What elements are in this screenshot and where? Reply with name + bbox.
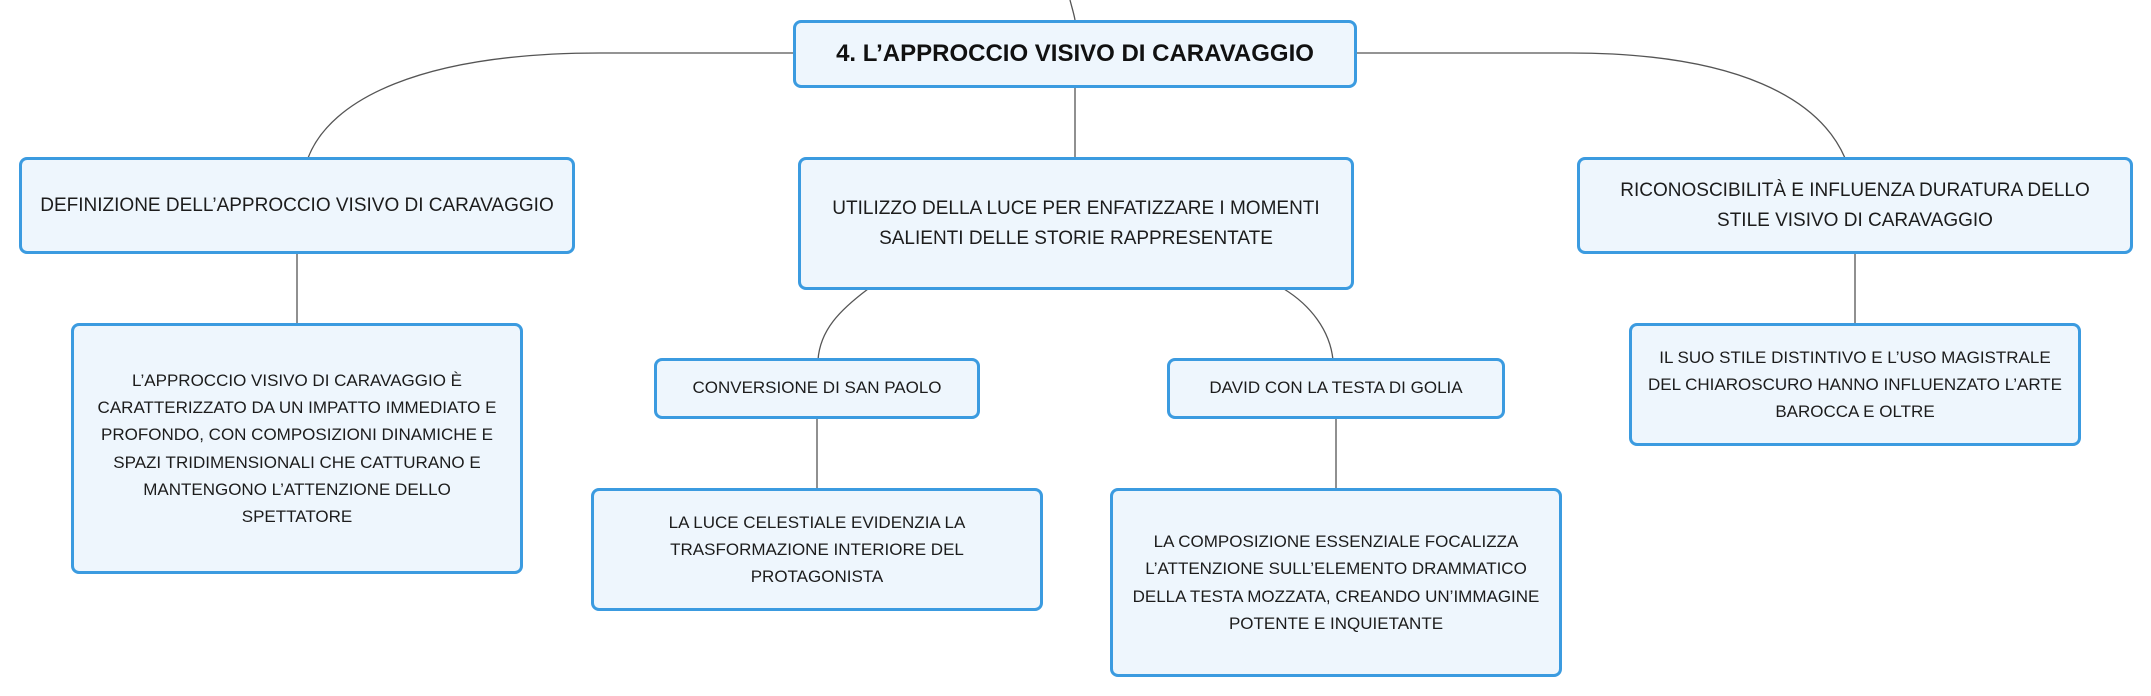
connector-root-influence — [1357, 52, 1846, 159]
detail-david-label: LA COMPOSIZIONE ESSENZIALE FOCALIZZA L’A… — [1132, 532, 1540, 633]
detail-david[interactable]: LA COMPOSIZIONE ESSENZIALE FOCALIZZA L’A… — [1110, 488, 1562, 677]
connector-root-top — [1069, 0, 1076, 21]
connector-light-example1 — [817, 288, 869, 361]
connector-light-example2 — [1283, 288, 1334, 361]
topic-definition-label: DEFINIZIONE DELL’APPROCCIO VISIVO DI CAR… — [40, 194, 554, 216]
detail-definition-label: L’APPROCCIO VISIVO DI CARAVAGGIO È CARAT… — [97, 370, 497, 526]
root-topic-label: 4. L’APPROCCIO VISIVO DI CARAVAGGIO — [836, 39, 1314, 67]
subtopic-david-label: DAVID CON LA TESTA DI GOLIA — [1209, 378, 1463, 398]
detail-conversione[interactable]: LA LUCE CELESTIALE EVIDENZIA LA TRASFORM… — [591, 488, 1043, 611]
detail-conversione-label: LA LUCE CELESTIALE EVIDENZIA LA TRASFORM… — [668, 512, 966, 587]
subtopic-conversione-label: CONVERSIONE DI SAN PAOLO — [692, 378, 942, 398]
topic-influence[interactable]: RICONOSCIBILITÀ E INFLUENZA DURATURA DEL… — [1577, 157, 2133, 254]
topic-light[interactable]: UTILIZZO DELLA LUCE PER ENFATIZZARE I MO… — [798, 157, 1354, 290]
subtopic-david[interactable]: DAVID CON LA TESTA DI GOLIA — [1167, 358, 1505, 419]
detail-definition[interactable]: L’APPROCCIO VISIVO DI CARAVAGGIO È CARAT… — [71, 323, 523, 574]
detail-influence-label: IL SUO STILE DISTINTIVO E L’USO MAGISTRA… — [1647, 347, 2063, 422]
root-topic[interactable]: 4. L’APPROCCIO VISIVO DI CARAVAGGIO — [793, 20, 1357, 88]
subtopic-conversione[interactable]: CONVERSIONE DI SAN PAOLO — [654, 358, 980, 419]
topic-definition[interactable]: DEFINIZIONE DELL’APPROCCIO VISIVO DI CAR… — [19, 157, 575, 254]
topic-light-label: UTILIZZO DELLA LUCE PER ENFATIZZARE I MO… — [832, 198, 1320, 249]
topic-influence-label: RICONOSCIBILITÀ E INFLUENZA DURATURA DEL… — [1620, 180, 2090, 231]
detail-influence[interactable]: IL SUO STILE DISTINTIVO E L’USO MAGISTRA… — [1629, 323, 2081, 446]
connector-root-definition — [307, 52, 793, 159]
